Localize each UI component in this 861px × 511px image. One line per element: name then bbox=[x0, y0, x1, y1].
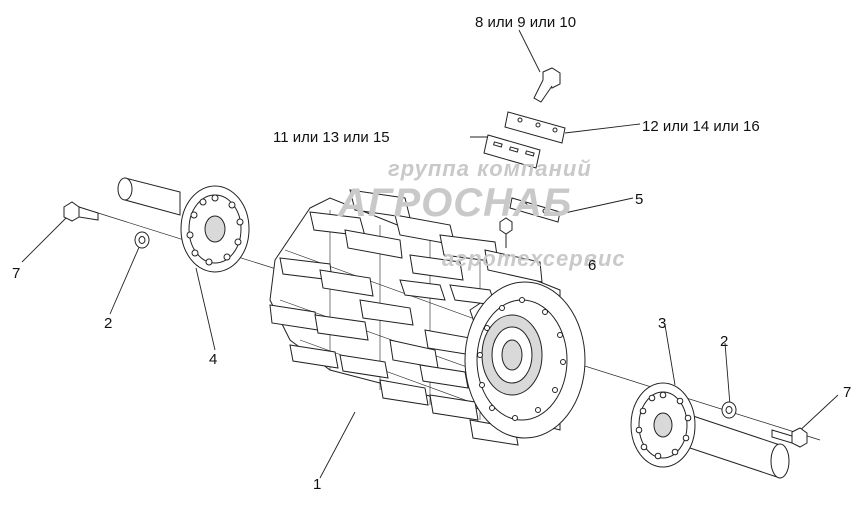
callout-7-right: 7 bbox=[843, 384, 852, 401]
callout-12: 12 или 14 или 16 bbox=[642, 118, 760, 135]
shaft-flange-left bbox=[117, 177, 250, 273]
bolt-left bbox=[63, 201, 99, 222]
callout-4: 4 bbox=[209, 351, 218, 368]
callout-1: 1 bbox=[313, 476, 322, 493]
callout-5: 5 bbox=[635, 191, 644, 208]
bolt-top bbox=[533, 67, 561, 103]
bolt-right bbox=[771, 427, 808, 448]
callout-2-right: 2 bbox=[720, 333, 729, 350]
callout-6: 6 bbox=[588, 257, 597, 274]
watermark-line2: АГРОСНАБ bbox=[338, 181, 573, 225]
screw-part bbox=[499, 217, 513, 248]
plate-11 bbox=[483, 134, 541, 169]
watermark-line1: группа компаний bbox=[388, 156, 592, 181]
drum-end-face bbox=[464, 281, 586, 439]
watermark-line3: агротехсервис bbox=[442, 246, 626, 271]
callout-3: 3 bbox=[658, 315, 667, 332]
washer-right bbox=[721, 401, 737, 419]
callout-7-left: 7 bbox=[12, 265, 21, 282]
callout-11: 11 или 13 или 15 bbox=[273, 129, 390, 146]
bracket-part-5 bbox=[509, 197, 561, 223]
leader-lines bbox=[21, 29, 839, 479]
shaft-flange-right bbox=[630, 382, 790, 479]
callout-2-left: 2 bbox=[104, 315, 113, 332]
washer-left bbox=[134, 231, 150, 249]
plate-12 bbox=[504, 111, 566, 144]
callout-8: 8 или 9 или 10 bbox=[475, 14, 577, 31]
